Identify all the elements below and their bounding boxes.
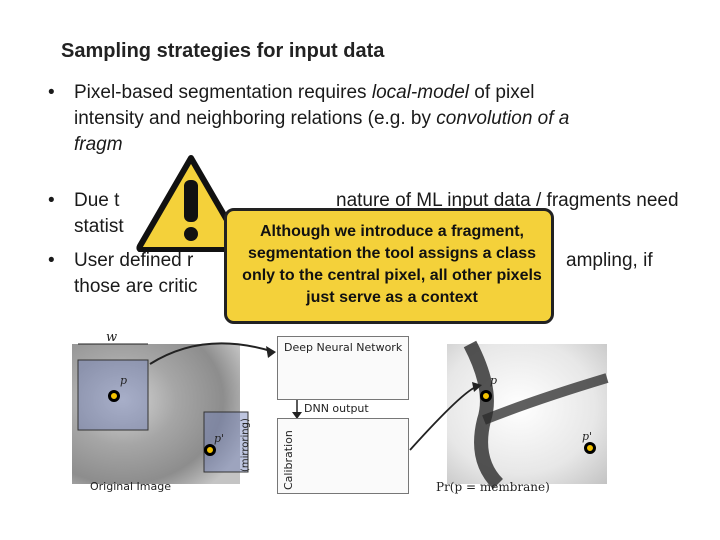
bullet-3-text-a: User defined r xyxy=(74,250,194,271)
bullet-2-text-a: Due t xyxy=(74,190,120,211)
p-label: p xyxy=(120,374,128,387)
bullet-2-text-b: nature of ML input data / fragments need xyxy=(336,190,679,211)
probability-map xyxy=(447,344,607,484)
bullet-1-text-b: of pixel xyxy=(469,82,535,103)
warning-text: Although we introduce a fragment, segmen… xyxy=(242,223,542,306)
prob-marker-p xyxy=(480,390,492,402)
arrow-head xyxy=(292,412,302,419)
bullet-1-text-c: intensity and neighboring relations (e.g… xyxy=(74,108,437,129)
bullet-1-text-a: Pixel-based segmentation requires xyxy=(74,82,372,103)
calibration-box xyxy=(277,418,409,494)
mirroring-label: (mirroring) xyxy=(240,418,251,472)
figure-graphics xyxy=(72,340,609,489)
membrane-band xyxy=(482,373,609,425)
dnn-box: Deep Neural Network xyxy=(277,336,409,400)
bullet-3-text-b: ampling, if xyxy=(566,250,653,271)
dnn-label: Deep Neural Network xyxy=(284,341,403,354)
warning-icon xyxy=(136,155,246,252)
arrow-head xyxy=(472,382,482,392)
prob-p-label: p xyxy=(490,374,498,387)
slide-title: Sampling strategies for input data xyxy=(61,40,385,62)
pixel-marker-p-prime xyxy=(204,444,216,456)
fragment-window-p-prime xyxy=(203,411,249,473)
arrow-to-dnn xyxy=(149,342,275,365)
original-image-label: Original Image xyxy=(90,480,171,493)
warning-callout: Although we introduce a fragment, segmen… xyxy=(224,208,554,324)
bullet-marker: • xyxy=(48,190,55,211)
prob-marker-p-prime xyxy=(584,442,596,454)
bullet-1-em-c: fragm xyxy=(74,134,123,155)
segmentation-figure: w p p' Original Image (mirroring) Deep N… xyxy=(64,330,644,530)
original-image xyxy=(72,344,240,484)
bullet-marker: • xyxy=(48,250,55,271)
bullet-1-em-b: convolution of a xyxy=(436,108,570,129)
fragment-window-p xyxy=(77,359,149,431)
bullet-2-text-c: statist xyxy=(74,216,124,237)
arrow-head xyxy=(266,346,276,358)
p-prime-label: p' xyxy=(214,432,225,445)
bullet-3-text-c: those are critic xyxy=(74,276,198,297)
pixel-marker-p xyxy=(108,390,120,402)
calibration-label: Calibration xyxy=(282,430,295,490)
prob-p-prime-label: p' xyxy=(582,430,593,443)
bullet-marker: • xyxy=(48,82,55,103)
bullet-1-em-a: local-model xyxy=(371,82,469,103)
probability-formula: Pr(p = membrane) xyxy=(436,480,550,494)
dnn-output-label: DNN output xyxy=(304,402,369,415)
w-label: w xyxy=(106,330,118,345)
